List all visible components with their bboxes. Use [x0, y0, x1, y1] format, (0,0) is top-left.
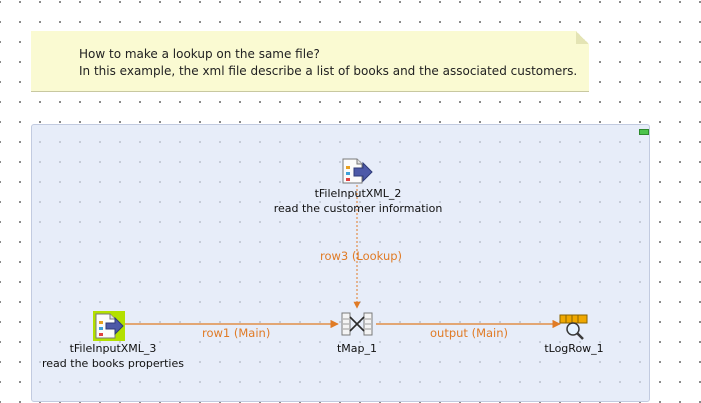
tmap-icon	[341, 312, 373, 336]
lookup-link-label[interactable]: row3 (Lookup)	[320, 249, 403, 263]
note-box[interactable]	[31, 31, 589, 92]
note-line-2: In this example, the xml file describe a…	[79, 64, 578, 78]
component-tmap-1[interactable]	[340, 311, 374, 337]
note-fold-corner	[576, 31, 589, 44]
output-link-label[interactable]: output (Main)	[430, 326, 509, 340]
component-tfileinputxml-2[interactable]	[340, 157, 374, 185]
component-tlogrow-1[interactable]	[558, 312, 590, 340]
logrow-icon	[559, 314, 588, 340]
component-name-tlogrow-1: tLogRow_1	[544, 342, 604, 355]
component-name-tfileinputxml-3: tFileInputXML_3	[69, 342, 157, 355]
subjob-collapse-button[interactable]	[639, 129, 649, 135]
main-link-label[interactable]: row1 (Main)	[202, 326, 271, 340]
file-input-xml-icon	[95, 313, 124, 339]
component-description-tfileinputxml-2: read the customer information	[273, 202, 443, 215]
note-line-1: How to make a lookup on the same file?	[79, 47, 320, 61]
component-name-tmap-1: tMap_1	[336, 342, 378, 355]
file-input-xml-icon	[342, 158, 373, 184]
component-name-tfileinputxml-2: tFileInputXML_2	[314, 187, 402, 200]
subjob-area[interactable]	[31, 124, 650, 402]
component-description-tfileinputxml-3: read the books properties	[42, 357, 184, 370]
component-tfileinputxml-3[interactable]	[93, 311, 125, 341]
